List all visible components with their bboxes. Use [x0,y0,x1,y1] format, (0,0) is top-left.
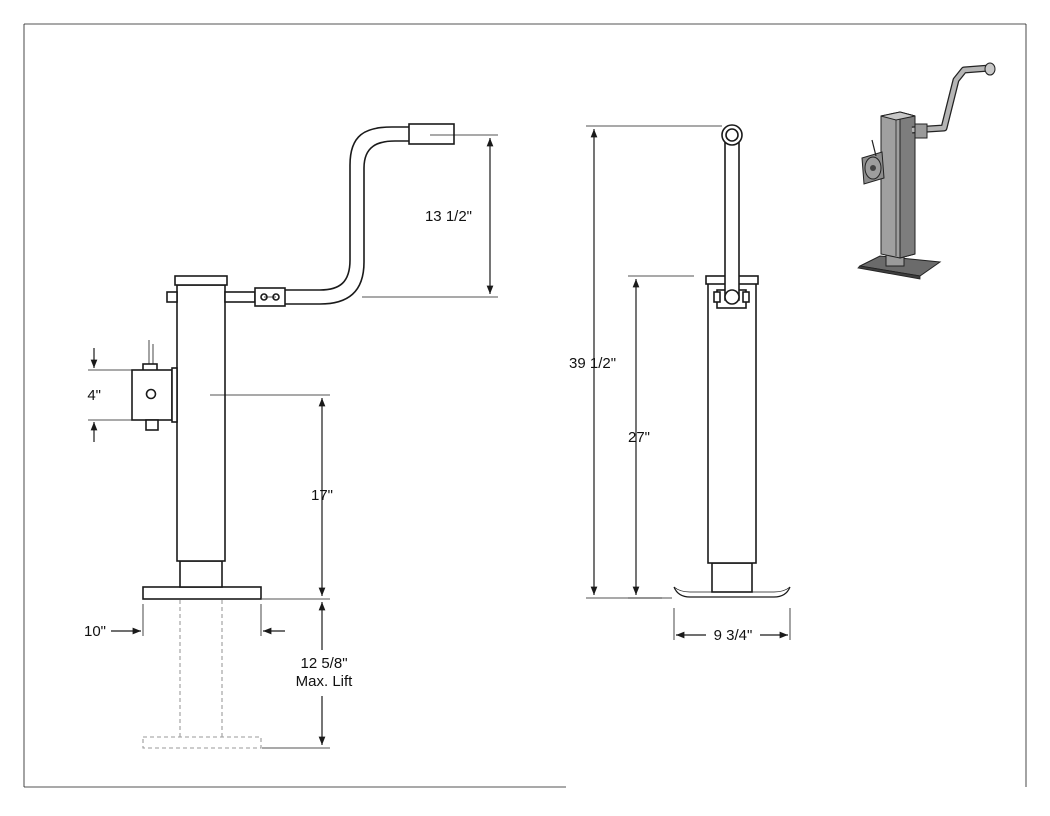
dim-label-foot-width: 10" [84,623,106,640]
dim-label-mount-height: 4" [87,387,101,404]
dim-foot-width: 10" [84,604,285,640]
dim-body-height: 27" [628,275,694,599]
dim-label-max-lift-value: 12 5/8" [300,655,347,672]
dim-overall-height: 39 1/2" [569,125,722,599]
dim-handle-height: 13 1/2" [362,134,498,298]
dim-label-overall-height: 39 1/2" [569,355,616,372]
side-crank-handle [724,135,740,301]
drawing-frame [23,23,1027,788]
dim-label-max-lift: Max. Lift [296,673,354,690]
dim-side-foot-width: 9 3/4" [673,608,791,644]
top-cap [174,275,228,286]
side-inner-tube [711,562,753,593]
handle-grip [408,123,455,145]
side-view: 39 1/2" 27" 9 3/4" [569,124,791,644]
dim-mount-height: 4" [87,348,132,442]
dim-label-body-height: 27" [628,429,650,446]
hidden-extension [142,600,262,749]
front-view: 13 1/2" 4" 17" 10" [84,123,498,749]
dim-label-lower-height: 17" [311,487,333,504]
dim-label-handle-height: 13 1/2" [425,208,472,225]
inner-tube [179,560,223,588]
side-outer-tube [707,282,757,564]
bracket-bolt-hole [145,388,157,400]
dim-max-lift: 12 5/8" Max. Lift [262,602,354,749]
side-foot [673,586,791,598]
side-pin [166,291,178,303]
crank-handle [224,123,455,307]
foot-plate [142,586,262,600]
dim-label-side-foot-width: 9 3/4" [714,627,753,644]
outer-tube [176,284,226,562]
isometric-view [857,62,996,280]
mount-bracket [131,340,178,431]
dim-lower-height: 17" [210,394,333,600]
